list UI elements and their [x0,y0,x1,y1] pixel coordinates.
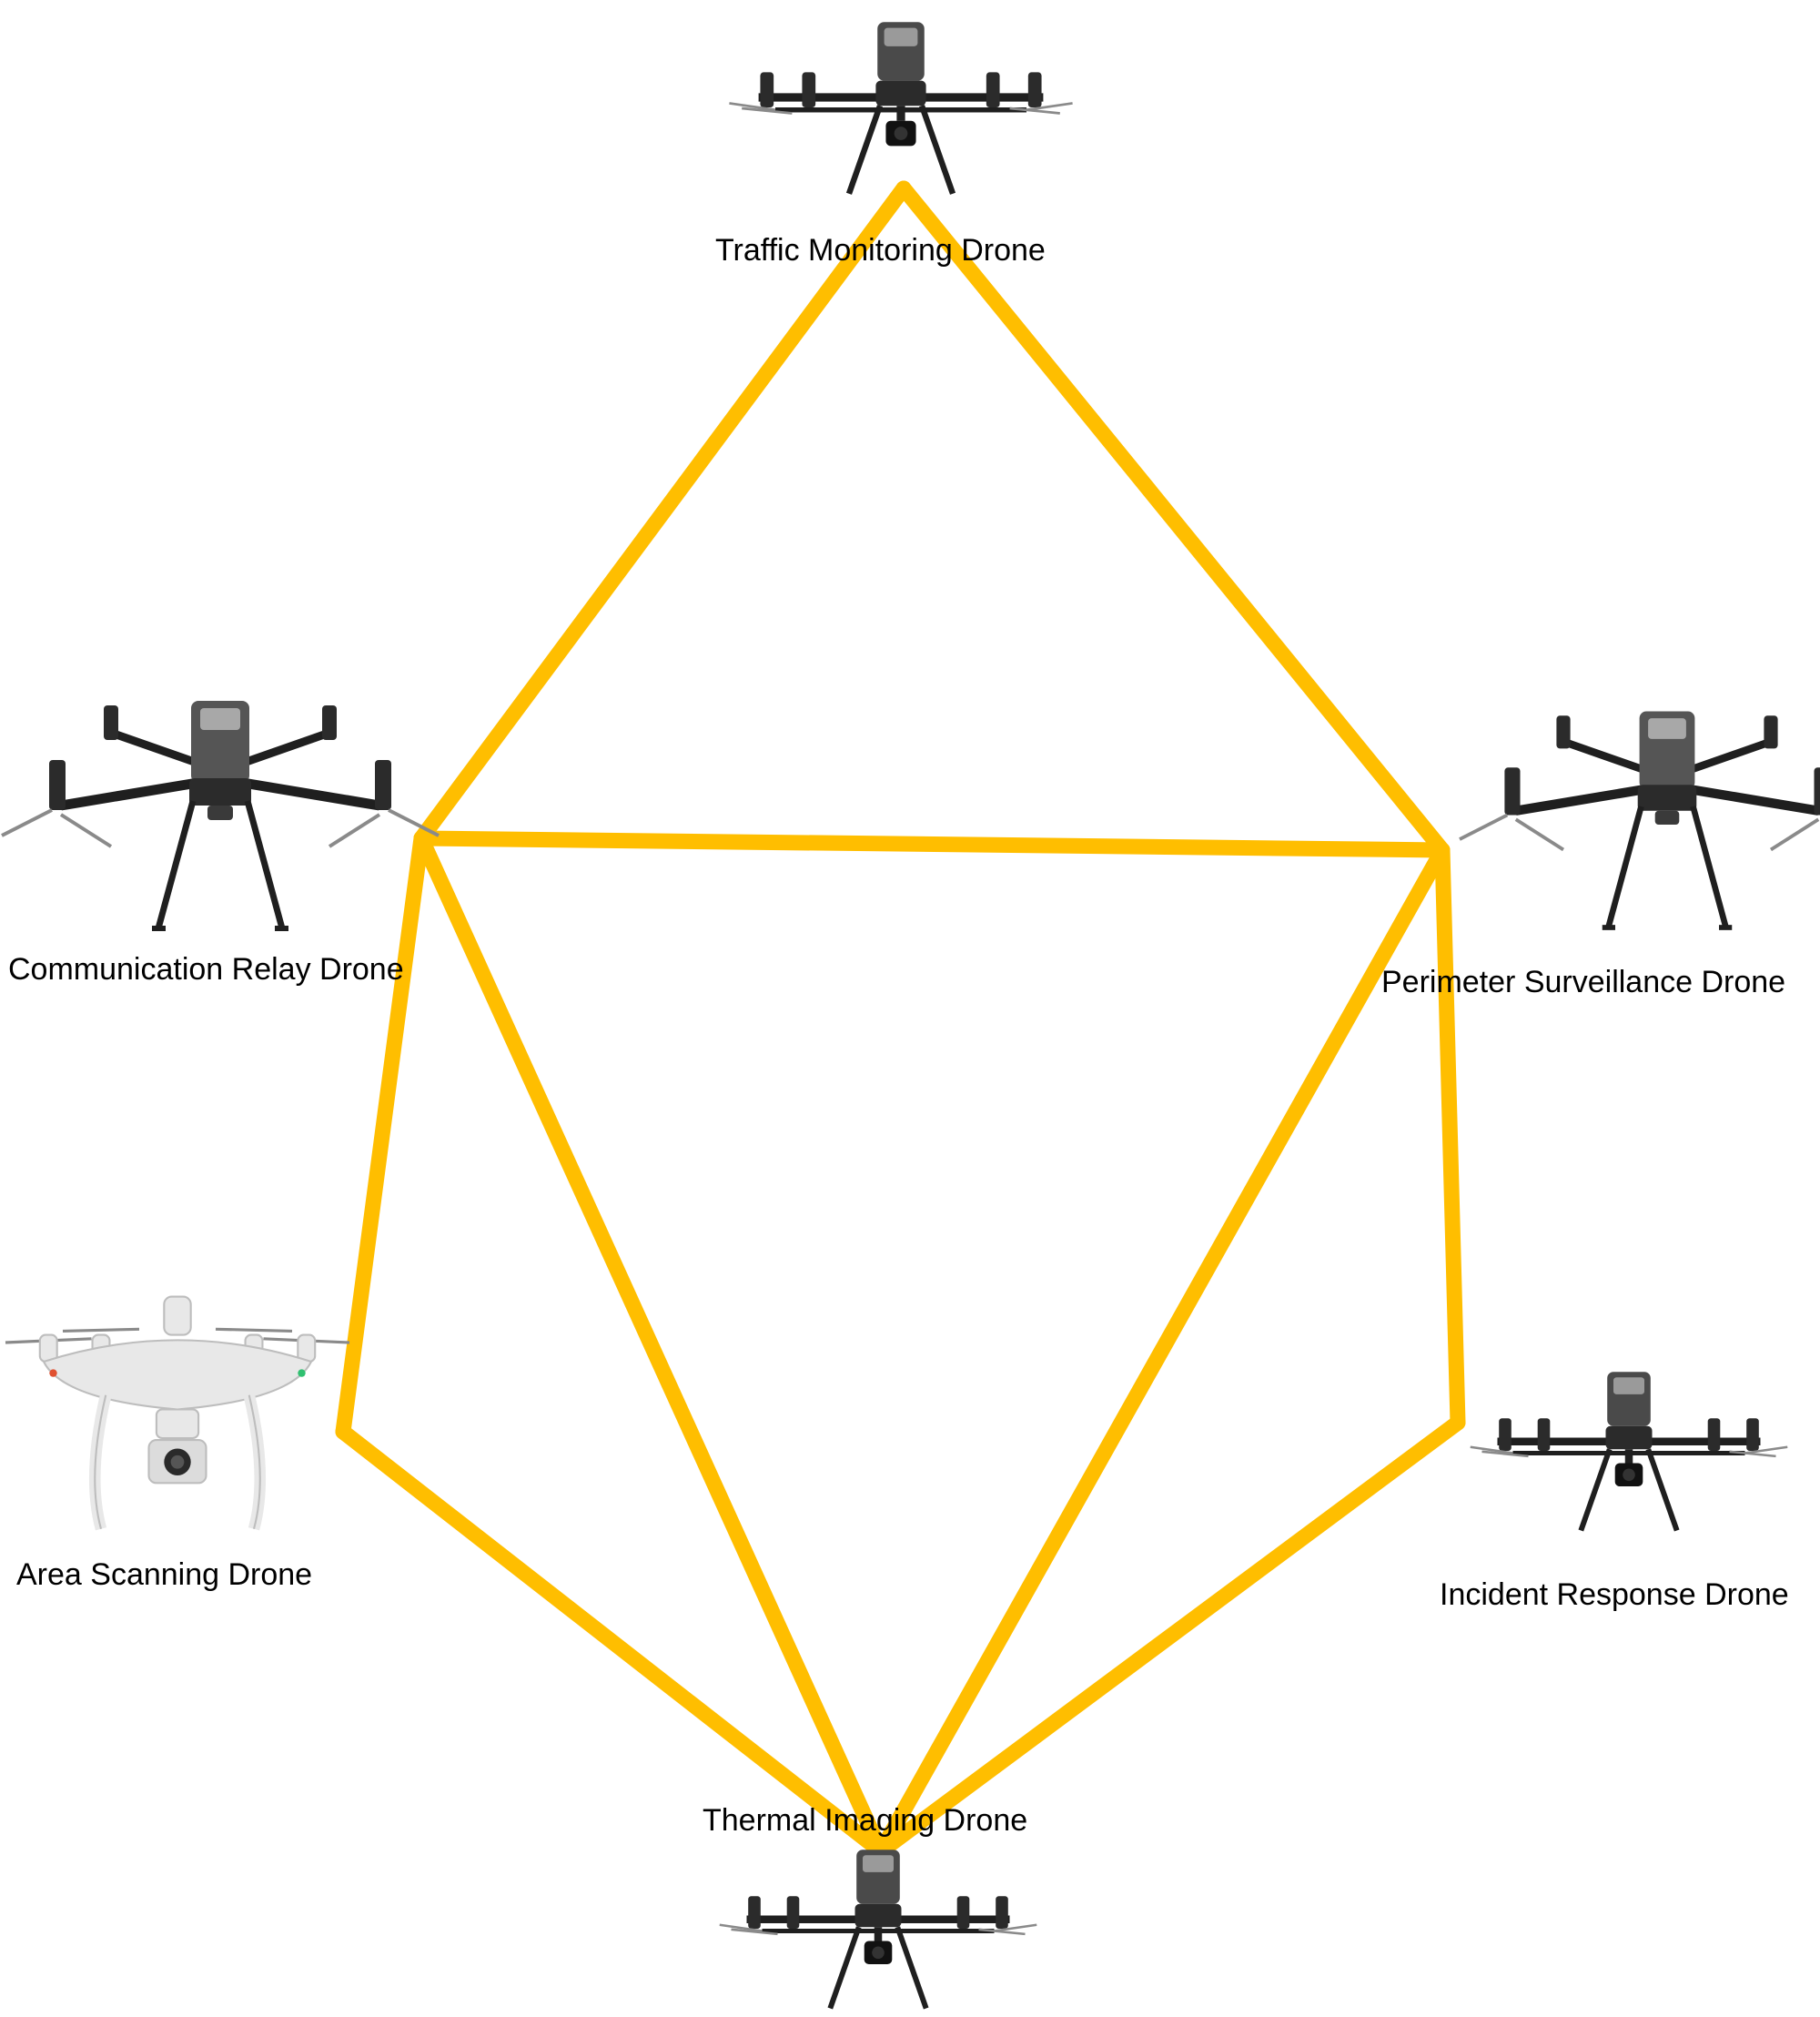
link-relay-perimeter [413,830,1451,858]
link-traffic-perimeter [895,180,1451,858]
perimeter-drone-label: Perimeter Surveillance Drone [1381,965,1786,999]
link-incident-thermal [873,1414,1466,1860]
thermal-drone-label: Thermal Imaging Drone [703,1803,1028,1838]
scanning-drone-label: Area Scanning Drone [16,1557,313,1592]
links-layer [335,180,1466,1860]
link-relay-scanning [335,830,430,1440]
relay-drone-icon [1,701,440,931]
relay-drone-label: Communication Relay Drone [8,952,404,987]
thermal-drone-icon [719,1850,1037,2010]
incident-drone-label: Incident Response Drone [1440,1577,1789,1612]
traffic-drone-icon [729,22,1073,195]
incident-drone-icon [1470,1372,1788,1532]
link-scanning-thermal [335,1424,889,1860]
perimeter-drone-icon [1459,711,1820,930]
link-perimeter-thermal [873,842,1451,1860]
link-perimeter-incident [1434,842,1466,1431]
traffic-drone-label: Traffic Monitoring Drone [715,233,1046,268]
link-relay-thermal [413,830,889,1860]
link-traffic-relay [413,180,912,846]
scanning-drone-icon [5,1295,350,1531]
